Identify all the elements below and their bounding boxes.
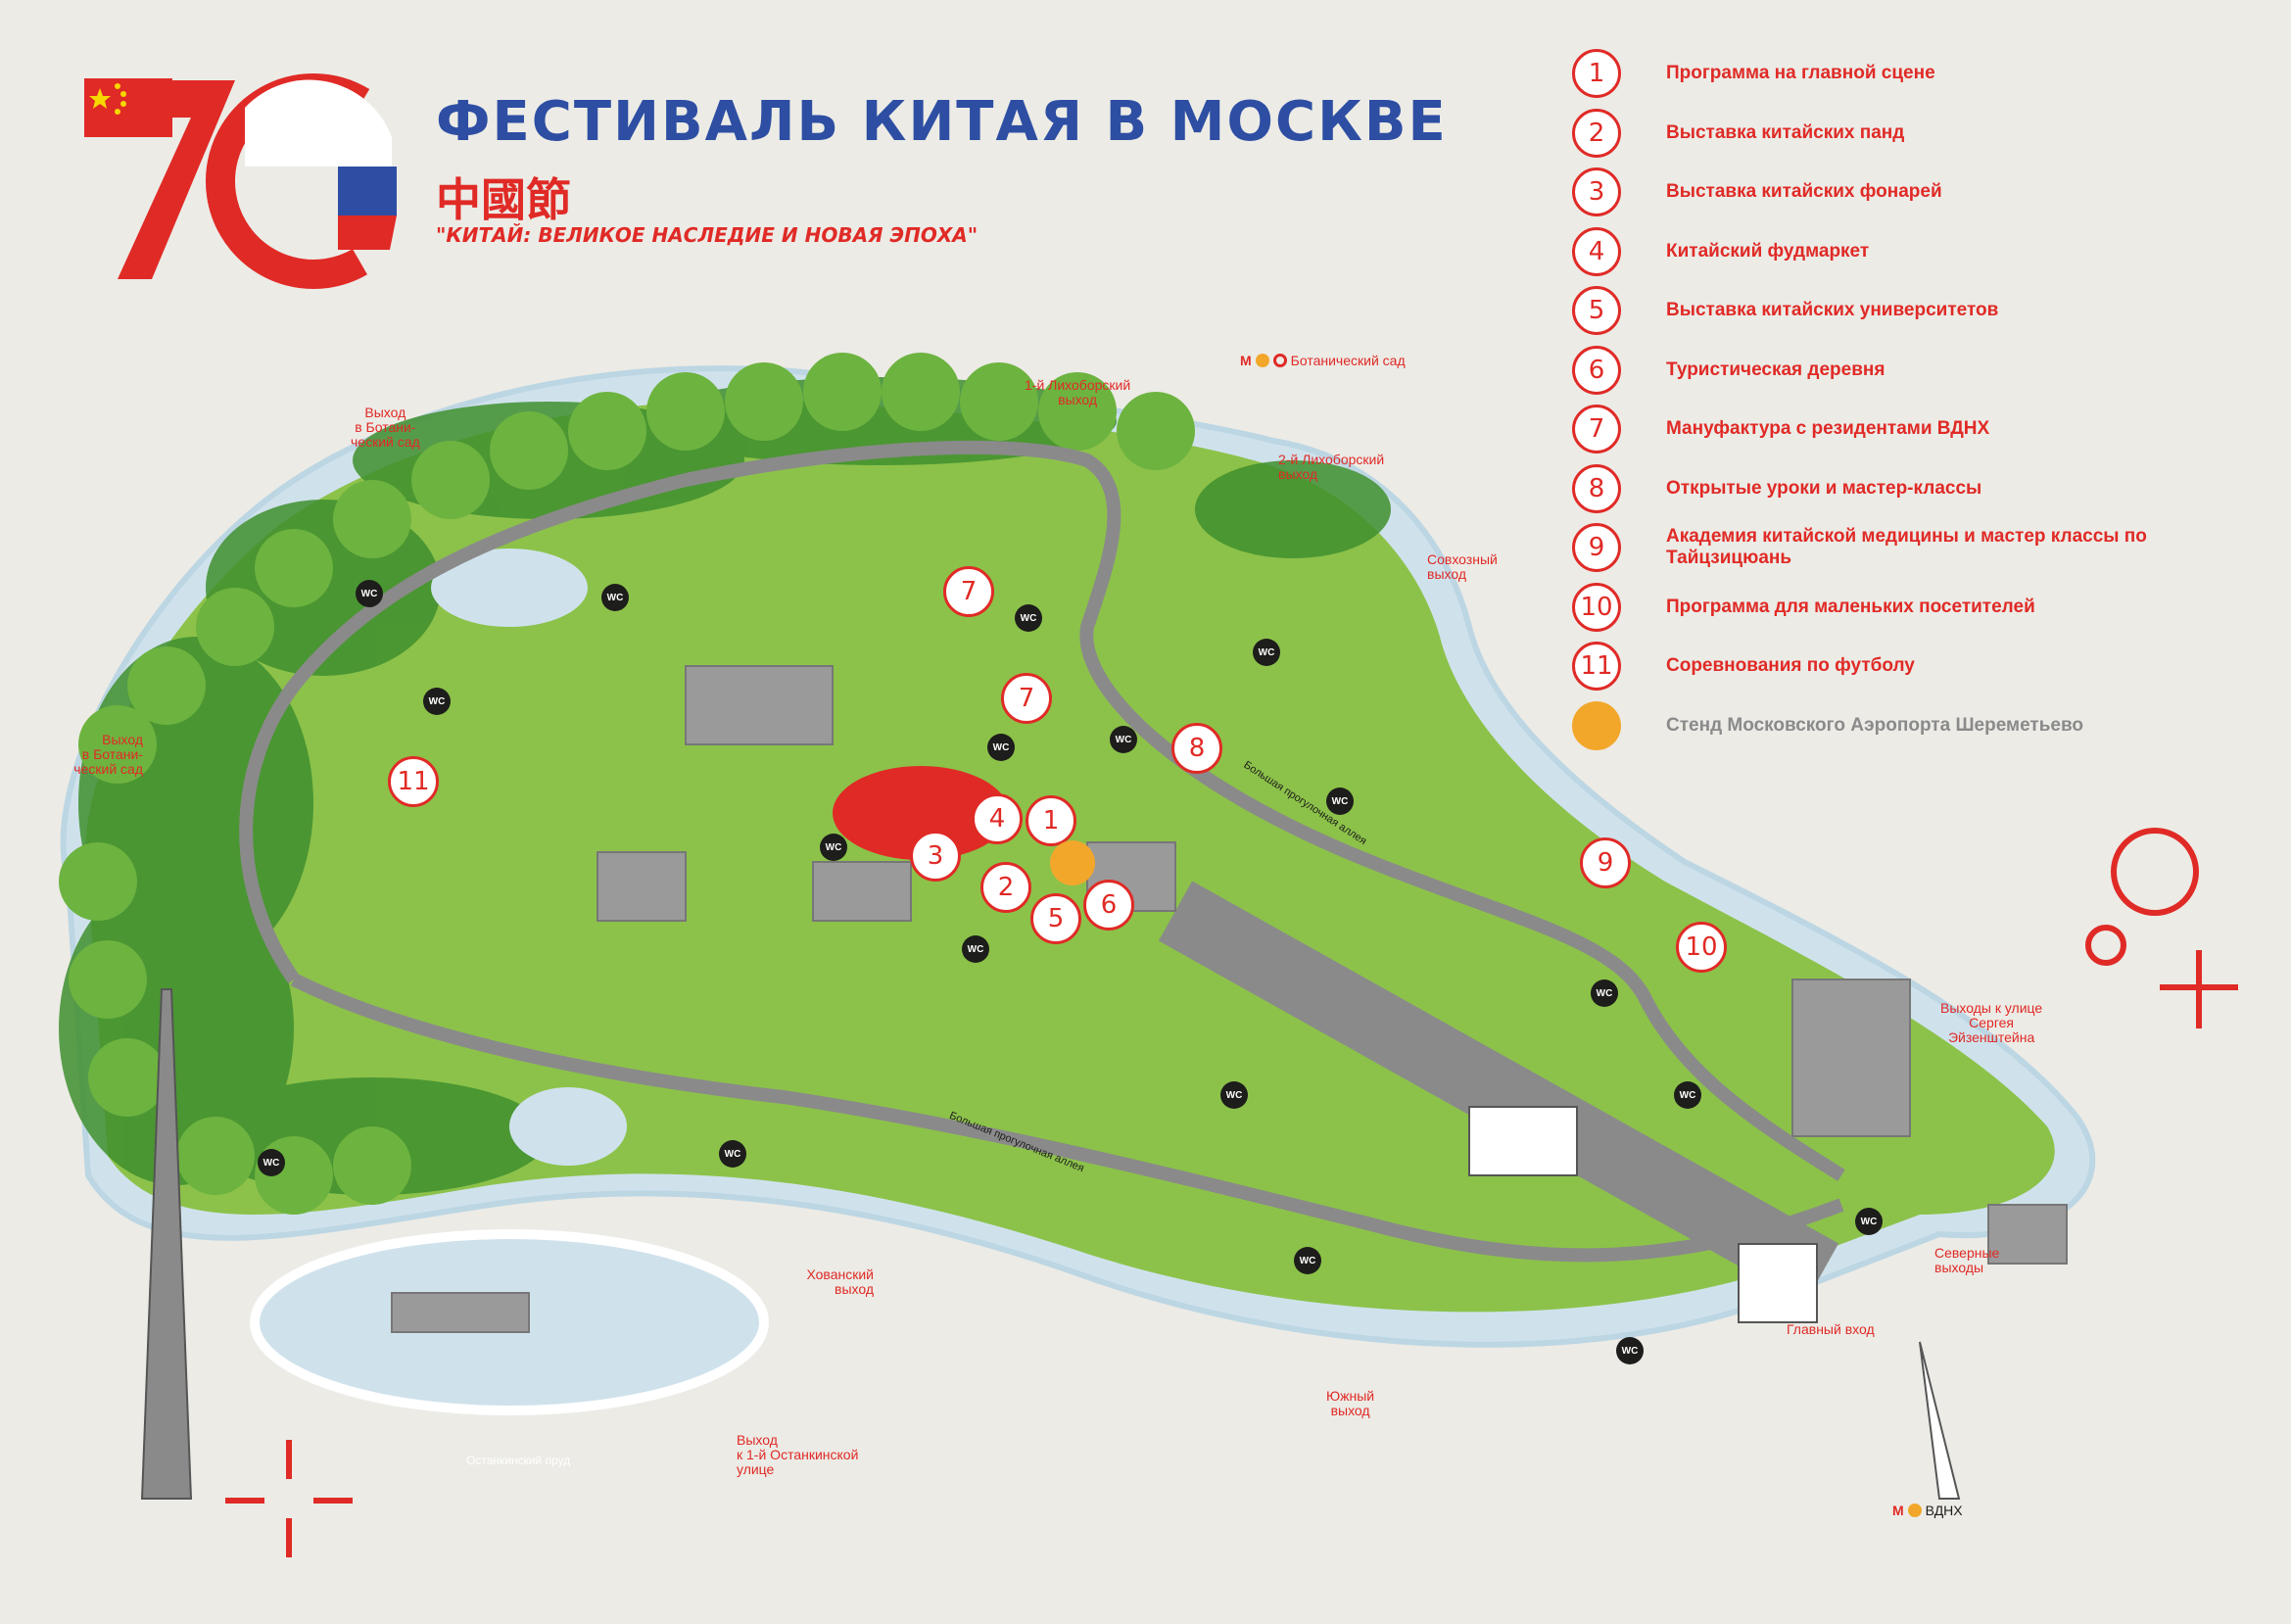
marker-4[interactable]: 4 [972, 793, 1023, 844]
marker-5[interactable]: 5 [1030, 893, 1081, 944]
legend-label: Программа для маленьких посетителей [1666, 596, 2035, 617]
legend-number: 2 [1572, 108, 1621, 158]
legend-label: Китайский фудмаркет [1666, 240, 1870, 262]
exit-sovkhoz: Совхозный выход [1427, 551, 1498, 582]
legend-number: 9 [1572, 523, 1621, 573]
wc-icon: WC [820, 834, 847, 861]
wc-icon: WC [962, 935, 989, 963]
exit-south: Южный выход [1326, 1388, 1375, 1418]
metro-icon: M [1892, 1503, 1904, 1518]
metro-icon: M [1240, 353, 1252, 368]
metro-vdnh: M ВДНХ [1892, 1503, 1963, 1518]
metro-vdnh-label: ВДНХ [1925, 1503, 1963, 1518]
wc-icon: WC [1294, 1247, 1321, 1274]
legend-item: 2 Выставка китайских панд [1572, 104, 2258, 164]
legend-item: 1 Программа на главной сцене [1572, 44, 2258, 104]
marker-2[interactable]: 2 [980, 862, 1031, 913]
wc-icon: WC [258, 1149, 285, 1176]
marker-11[interactable]: 11 [388, 756, 439, 807]
legend-item: 3 Выставка китайских фонарей [1572, 163, 2258, 222]
legend-item: Стенд Московского Аэропорта Шереметьево [1572, 696, 2258, 756]
marker-9[interactable]: 9 [1580, 837, 1631, 888]
exit-khovansky: Хованский выход [806, 1266, 874, 1297]
legend-label: Программа на главной сцене [1666, 63, 1935, 84]
metro-line-icon [1272, 354, 1287, 367]
metro-botanic: M Ботанический сад [1240, 353, 1406, 368]
marker-3[interactable]: 3 [910, 831, 961, 882]
lake-label: Останкинский пруд [466, 1454, 571, 1467]
exit-north: Северные выходы [1934, 1245, 2000, 1275]
marker-1[interactable]: 1 [1026, 795, 1076, 846]
legend-number: 3 [1572, 167, 1621, 217]
legend-number: 5 [1572, 286, 1621, 336]
sheremetyevo-logo-icon [1572, 700, 1621, 750]
exit-ostankino: Выход к 1-й Останкинской улице [737, 1432, 859, 1477]
page-subtitle: "КИТАЙ: ВЕЛИКОЕ НАСЛЕДИЕ И НОВАЯ ЭПОХА" [436, 223, 978, 247]
legend-item: 7 Мануфактура с резидентами ВДНХ [1572, 400, 2258, 459]
wc-icon: WC [987, 734, 1015, 761]
legend-number: 8 [1572, 463, 1621, 513]
metro-botanic-label: Ботанический сад [1290, 353, 1406, 368]
metro-line-icon [1255, 354, 1269, 367]
exit-likhobor-1: 1-й Лихоборский выход [1025, 377, 1131, 407]
chinese-title: 中國節 [436, 173, 571, 226]
marker-7b[interactable]: 7 [1001, 673, 1052, 724]
legend-number: 4 [1572, 226, 1621, 276]
legend-item: 4 Китайский фудмаркет [1572, 222, 2258, 282]
legend-number: 6 [1572, 345, 1621, 395]
legend-label: Открытые уроки и мастер-классы [1666, 477, 1982, 499]
wc-icon: WC [719, 1140, 746, 1168]
legend-label: Туристическая деревня [1666, 358, 1885, 380]
wc-icon: WC [1616, 1337, 1644, 1364]
marker-6[interactable]: 6 [1083, 880, 1134, 931]
legend-label: Выставка китайских панд [1666, 121, 1905, 143]
wc-icon: WC [423, 688, 451, 715]
wc-icon: WC [1326, 788, 1354, 815]
legend-number: 7 [1572, 405, 1621, 454]
legend-item: 5 Выставка китайских университетов [1572, 281, 2258, 341]
exit-botanic-1: Выход в Ботани- ческий сад [351, 405, 420, 450]
exit-eisenstein: Выходы к улице Сергея Эйзенштейна [1940, 1000, 2043, 1045]
sheremetyevo-stand-icon[interactable] [1050, 840, 1095, 885]
legend-item: 8 Открытые уроки и мастер-классы [1572, 459, 2258, 519]
wc-icon: WC [1674, 1081, 1701, 1109]
wc-icon: WC [1253, 639, 1280, 666]
wc-icon: WC [1110, 726, 1137, 753]
wc-icon: WC [1220, 1081, 1248, 1109]
legend-label: Мануфактура с резидентами ВДНХ [1666, 418, 1990, 440]
legend-label: Стенд Московского Аэропорта Шереметьево [1666, 714, 2083, 736]
legend-item: 10 Программа для маленьких посетителей [1572, 578, 2258, 638]
legend-number: 11 [1572, 642, 1621, 692]
legend-label: Соревнования по футболу [1666, 655, 1915, 677]
wc-icon: WC [356, 580, 383, 607]
exit-botanic-2: Выход в Ботани- ческий сад [73, 732, 143, 777]
legend-number: 1 [1572, 49, 1621, 99]
marker-8[interactable]: 8 [1171, 723, 1222, 774]
legend-item: 6 Туристическая деревня [1572, 341, 2258, 401]
festival-logo [78, 69, 421, 294]
legend-label: Выставка китайских университетов [1666, 300, 1999, 321]
wc-icon: WC [1855, 1208, 1883, 1235]
legend-item: 9 Академия китайской медицины и мастер кл… [1572, 518, 2258, 578]
metro-line-icon [1907, 1504, 1922, 1517]
page-title: ФЕСТИВАЛЬ КИТАЯ В МОСКВЕ [436, 90, 1448, 154]
legend-number: 10 [1572, 582, 1621, 632]
marker-7a[interactable]: 7 [943, 566, 994, 617]
legend-item: 11 Соревнования по футболу [1572, 637, 2258, 696]
exit-likhobor-2: 2-й Лихоборский выход [1278, 452, 1385, 482]
wc-icon: WC [1015, 604, 1042, 632]
wc-icon: WC [1591, 979, 1618, 1007]
marker-10[interactable]: 10 [1676, 922, 1727, 973]
wc-icon: WC [601, 584, 629, 611]
legend-label: Выставка китайских фонарей [1666, 181, 1942, 203]
legend-label: Академия китайской медицины и мастер кла… [1666, 526, 2147, 569]
exit-main: Главный вход [1787, 1321, 1875, 1337]
